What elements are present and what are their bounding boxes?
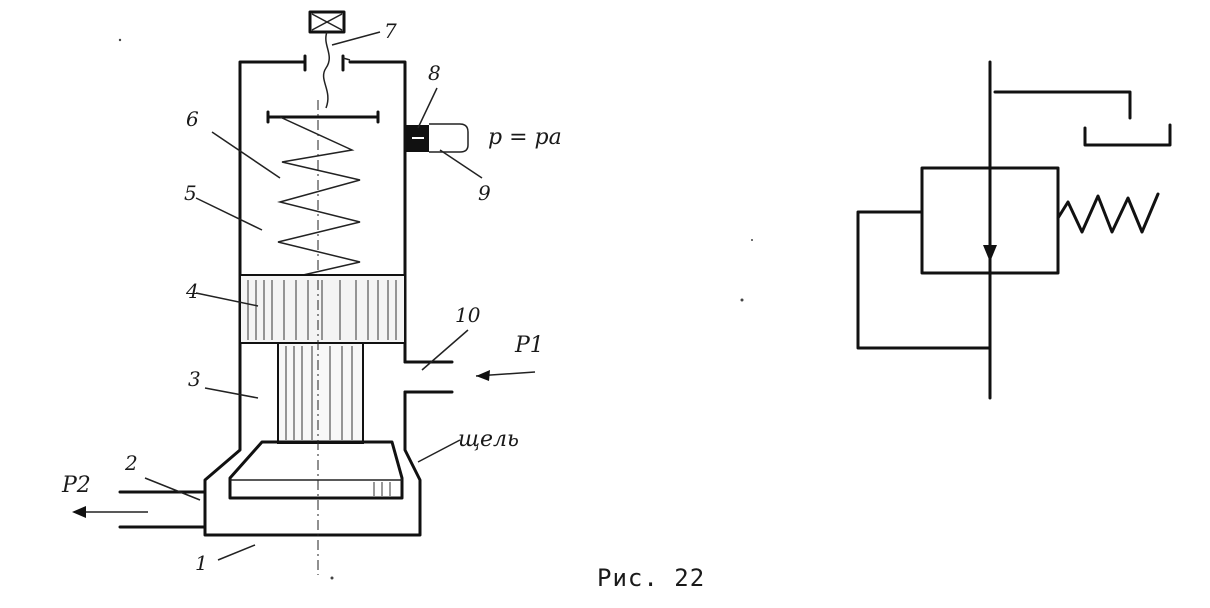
valve-head: [228, 440, 404, 500]
leader-lines: [144, 31, 483, 561]
label-1: 1: [195, 551, 208, 575]
label-p1: P1: [514, 333, 544, 358]
label-4: 4: [185, 279, 199, 303]
piston-rod: [277, 342, 364, 444]
tank-symbol: [1083, 123, 1172, 147]
spring: [266, 110, 380, 279]
label-2: 2: [124, 451, 138, 475]
spring-chamber-housing: [238, 54, 407, 347]
adjusting-screw-knob: [308, 10, 346, 109]
label-6: 6: [186, 107, 199, 131]
label-gap: щель: [458, 427, 519, 452]
spring-symbol: [1056, 192, 1160, 234]
label-9: 9: [478, 181, 491, 205]
piston: [239, 274, 406, 344]
label-p2: P2: [61, 473, 91, 498]
flow-direction-arrow: [983, 245, 997, 262]
pilot-line: [856, 210, 992, 350]
label-5: 5: [184, 181, 197, 205]
inlet-flow-arrow: [475, 370, 536, 381]
outlet-flow-arrow: [72, 506, 148, 518]
outlet-port: [118, 490, 207, 529]
label-p-eq-pa: p = pa: [488, 125, 562, 150]
valve-section-drawing: 1 2 3 4 5 6 7 8 9 10 p = pa P1 P2 щель: [61, 10, 562, 575]
pressure-reducing-valve-symbol: [856, 60, 1172, 400]
label-3: 3: [188, 367, 201, 391]
figure-caption: Рис. 22: [597, 564, 705, 592]
lower-housing: [203, 343, 454, 537]
label-10: 10: [455, 303, 481, 327]
label-8: 8: [428, 61, 441, 85]
vent-port: [405, 123, 469, 153]
label-7: 7: [384, 19, 397, 43]
